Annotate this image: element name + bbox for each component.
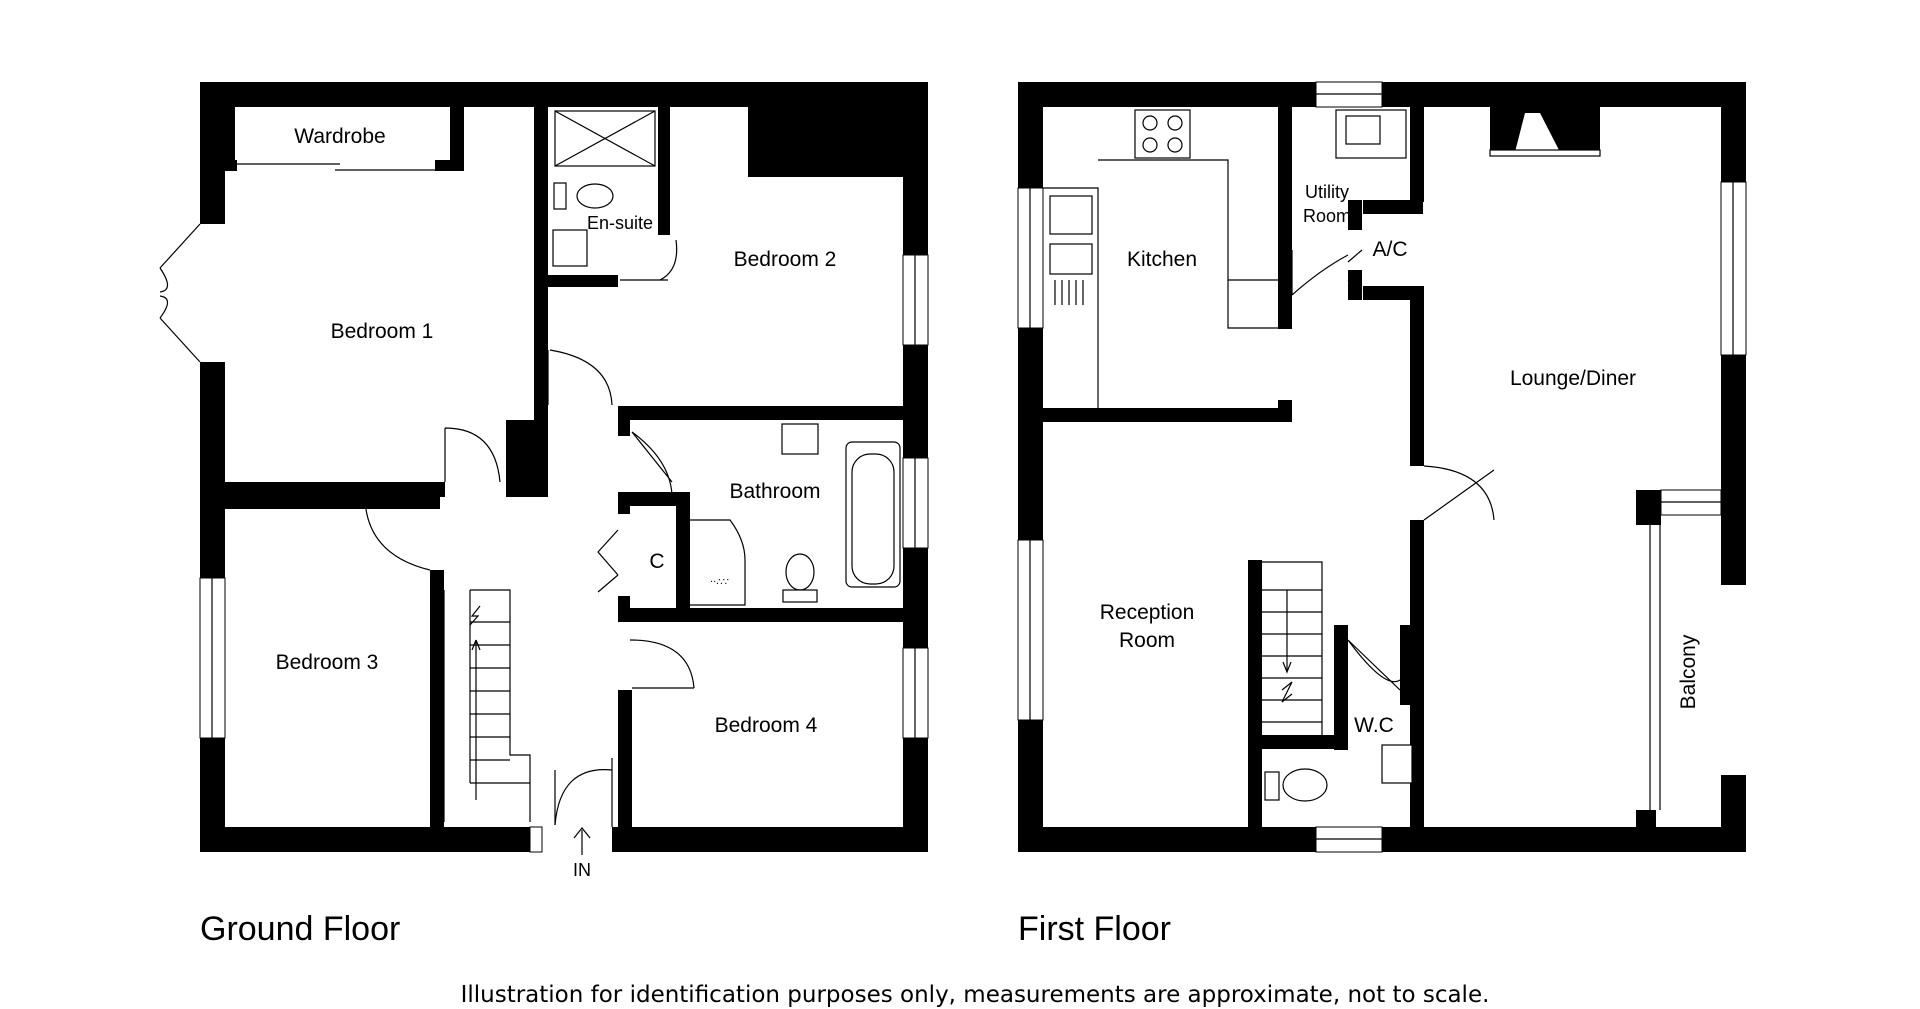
entrance-label: IN xyxy=(573,860,591,880)
first-floor-stairs xyxy=(1252,561,1323,735)
reception-room-label-line2: Room xyxy=(1119,629,1175,652)
svg-text:··∴∵: ··∴∵ xyxy=(710,577,729,588)
first-floor-title: First Floor xyxy=(1018,910,1171,948)
ensuite-label: En-suite xyxy=(587,213,653,233)
wardrobe-label: Wardrobe xyxy=(294,125,385,148)
utility-room-label-line1: Utility xyxy=(1305,182,1349,202)
reception-room-label-line1: Reception xyxy=(1100,601,1195,624)
bedroom-1-label: Bedroom 1 xyxy=(331,320,434,343)
bedroom-3-label: Bedroom 3 xyxy=(276,651,379,674)
kitchen-label: Kitchen xyxy=(1127,248,1197,271)
cupboard-label: C xyxy=(649,550,664,573)
bathroom-label: Bathroom xyxy=(729,480,820,503)
first-floor-plan xyxy=(1017,81,1747,853)
balcony-label: Balcony xyxy=(1677,634,1700,709)
lounge-diner-label: Lounge/Diner xyxy=(1510,367,1636,390)
ground-floor-title: Ground Floor xyxy=(200,910,400,948)
ground-floor-plan: ··∴∵ xyxy=(159,82,929,855)
bedroom-4-label: Bedroom 4 xyxy=(715,714,818,737)
utility-room-label-line2: Room xyxy=(1303,206,1351,226)
ac-cupboard-label: A/C xyxy=(1372,238,1407,261)
ground-floor-stairs xyxy=(443,589,531,822)
disclaimer-note: Illustration for identification purposes… xyxy=(461,982,1490,1008)
wc-label: W.C xyxy=(1354,714,1394,737)
bedroom-2-label: Bedroom 2 xyxy=(734,248,837,271)
